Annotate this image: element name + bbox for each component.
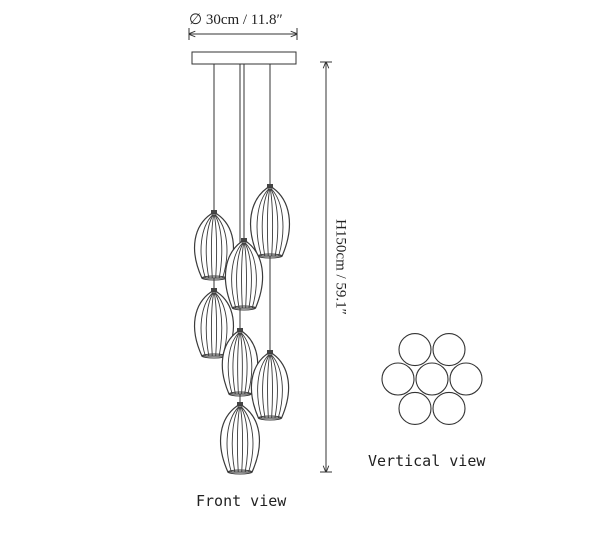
shade-rib bbox=[239, 406, 244, 473]
shade-rib bbox=[241, 242, 245, 309]
shade-rib bbox=[237, 332, 241, 395]
top-view-circle bbox=[432, 391, 466, 425]
shade-rib bbox=[271, 354, 283, 419]
shade-rib bbox=[215, 214, 228, 279]
front-view-caption: Front view bbox=[196, 492, 287, 510]
shade-rib bbox=[236, 406, 241, 473]
pendant-shade bbox=[221, 328, 259, 397]
shade-rib bbox=[261, 188, 270, 257]
shade-cap bbox=[237, 328, 243, 333]
pendant-shade bbox=[194, 210, 234, 281]
shade-rib bbox=[200, 214, 213, 279]
shade-rib bbox=[240, 406, 249, 473]
shade-rib bbox=[214, 214, 223, 279]
shade-cap bbox=[211, 288, 217, 293]
top-view-circle bbox=[398, 333, 432, 367]
shade-cap bbox=[267, 184, 273, 189]
shade-outline bbox=[220, 405, 260, 473]
vertical-view-caption: Vertical view bbox=[368, 452, 486, 470]
shade-cap bbox=[241, 238, 247, 243]
shade-rib bbox=[213, 214, 218, 279]
shade-cap bbox=[267, 350, 273, 355]
top-view-circle bbox=[415, 362, 449, 396]
vertical-view-diagram bbox=[381, 333, 483, 425]
shade-rib bbox=[200, 292, 213, 357]
pendant-shade bbox=[220, 402, 260, 475]
top-view-circle bbox=[398, 391, 432, 425]
shade-rib bbox=[231, 242, 243, 309]
top-view-circle bbox=[449, 362, 483, 396]
shade-rib bbox=[270, 188, 279, 257]
shade-rib bbox=[210, 214, 215, 279]
shade-rib bbox=[269, 188, 274, 257]
shade-rib bbox=[231, 406, 240, 473]
shade-rib bbox=[262, 354, 270, 419]
shade-rib bbox=[210, 292, 215, 357]
shade-rib bbox=[205, 292, 214, 357]
shade-rim bbox=[227, 469, 253, 475]
shade-rib bbox=[239, 332, 243, 395]
shade-cap bbox=[211, 210, 217, 215]
height-label: H150cm / 59.1″ bbox=[332, 219, 349, 315]
shade-rib bbox=[241, 406, 254, 473]
shade-rib bbox=[232, 332, 240, 395]
shade-cap bbox=[237, 402, 243, 407]
pendant-shade bbox=[250, 350, 290, 421]
shade-rib bbox=[226, 406, 239, 473]
pendant-shade bbox=[224, 238, 264, 311]
shade-rib bbox=[256, 188, 269, 257]
shade-rib bbox=[270, 354, 278, 419]
shade-rib bbox=[243, 242, 247, 309]
height-dimension bbox=[320, 62, 332, 472]
shade-rib bbox=[244, 242, 252, 309]
shade-rib bbox=[227, 332, 239, 395]
shade-rib bbox=[257, 354, 269, 419]
shade-rim bbox=[231, 305, 256, 311]
shade-rib bbox=[271, 188, 284, 257]
shade-rib bbox=[236, 242, 244, 309]
shade-rib bbox=[240, 332, 248, 395]
shade-rib bbox=[205, 214, 214, 279]
shade-rib bbox=[213, 292, 218, 357]
top-view-circle bbox=[432, 333, 466, 367]
pendant-shade bbox=[250, 184, 290, 259]
pendant-shades bbox=[194, 184, 290, 475]
top-view-circle bbox=[381, 362, 415, 396]
shade-rib bbox=[241, 332, 253, 395]
shade-rim bbox=[228, 391, 252, 397]
shade-rib bbox=[245, 242, 257, 309]
width-dimension bbox=[189, 28, 297, 40]
diameter-label: ∅ 30cm / 11.8″ bbox=[189, 12, 283, 28]
shade-rib bbox=[267, 354, 271, 419]
shade-rim bbox=[258, 415, 283, 421]
ceiling-canopy bbox=[191, 51, 297, 65]
pendant-shade bbox=[194, 288, 234, 359]
shade-rib bbox=[269, 354, 273, 419]
shade-rib bbox=[214, 292, 223, 357]
shade-rib bbox=[266, 188, 271, 257]
shade-outline bbox=[250, 187, 290, 257]
